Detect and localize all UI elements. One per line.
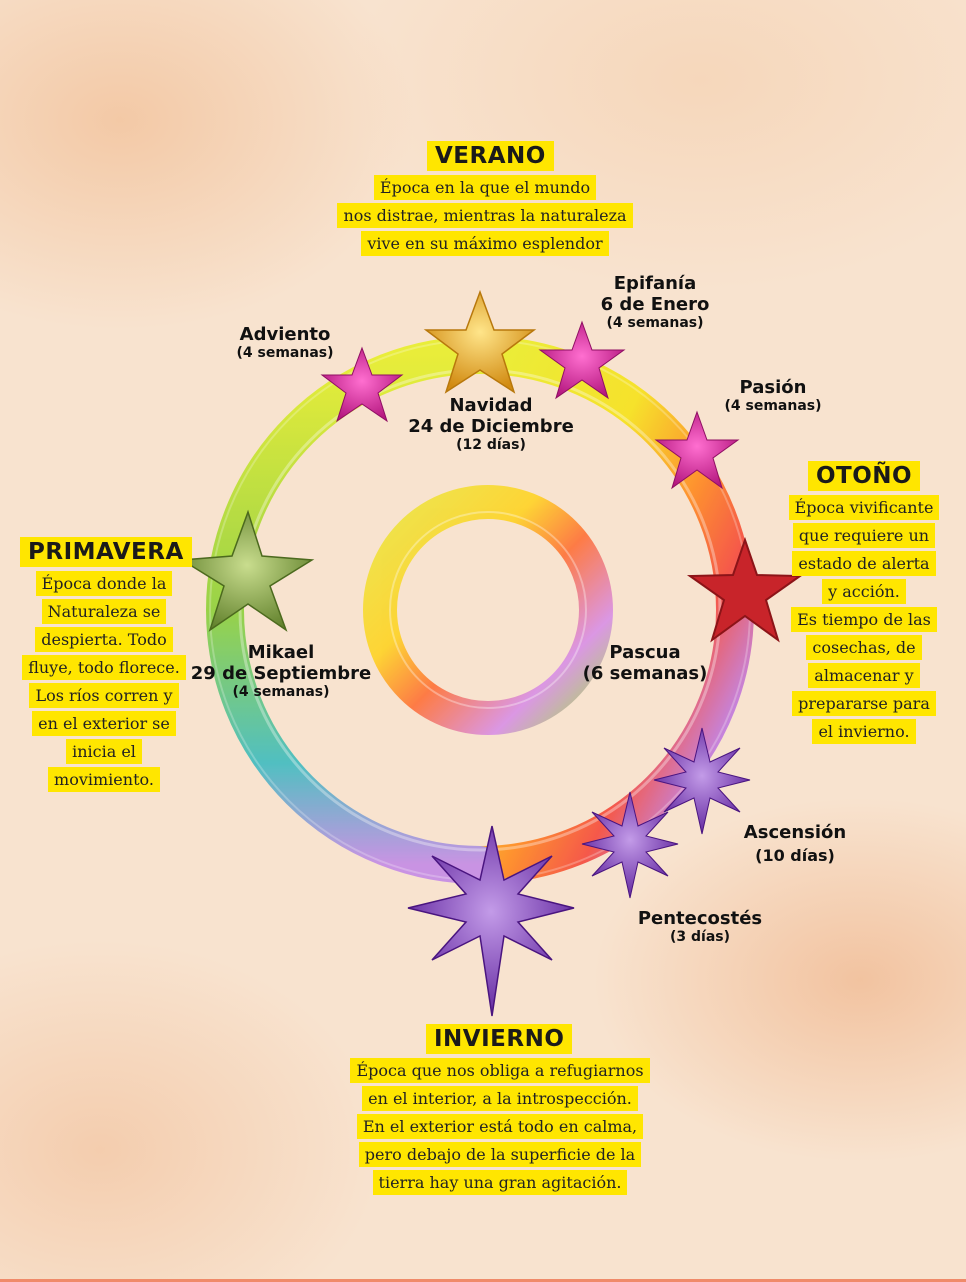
festival-name: Ascensión bbox=[735, 822, 855, 843]
season-desc-primavera: Época donde la Naturaleza se despierta. … bbox=[14, 571, 194, 795]
desc-line: almacenar y bbox=[808, 663, 919, 688]
festival-duration: (4 semanas) bbox=[712, 398, 834, 415]
green-star-icon bbox=[182, 512, 312, 630]
season-desc-verano: Época en la que el mundo nos distrae, mi… bbox=[330, 175, 640, 259]
desc-line: despierta. Todo bbox=[35, 627, 172, 652]
desc-line: nos distrae, mientras la naturaleza bbox=[337, 203, 632, 228]
festival-duration: (4 semanas) bbox=[590, 315, 720, 332]
festival-duration: (4 semanas) bbox=[186, 684, 376, 701]
festival-name: Pasión bbox=[712, 377, 834, 398]
festival-label-pasion: Pasión (4 semanas) bbox=[712, 377, 834, 415]
festival-label-mikael: Mikael 29 de Septiembre (4 semanas) bbox=[186, 642, 376, 701]
desc-line: pero debajo de la superficie de la bbox=[359, 1142, 641, 1167]
festival-duration: (12 días) bbox=[400, 437, 582, 454]
season-desc-otono: Época vivificante que requiere un estado… bbox=[780, 495, 948, 747]
desc-line: fluye, todo florece. bbox=[22, 655, 186, 680]
desc-line: movimiento. bbox=[48, 767, 160, 792]
desc-line: el invierno. bbox=[812, 719, 915, 744]
festival-duration: (4 semanas) bbox=[225, 345, 345, 362]
inner-color-ring bbox=[380, 502, 596, 718]
festival-label-navidad: Navidad 24 de Diciembre (12 días) bbox=[400, 395, 582, 454]
festival-label-ascension: Ascensión (10 días) bbox=[735, 822, 855, 864]
desc-line: Los ríos corren y bbox=[29, 683, 178, 708]
festival-date: 29 de Septiembre bbox=[186, 663, 376, 684]
season-title-primavera: PRIMAVERA bbox=[20, 537, 192, 567]
desc-line: Naturaleza se bbox=[42, 599, 167, 624]
festival-date: 6 de Enero bbox=[590, 294, 720, 315]
desc-line: y acción. bbox=[822, 579, 906, 604]
desc-line: cosechas, de bbox=[806, 635, 921, 660]
desc-line: inicia el bbox=[66, 739, 142, 764]
desc-line: prepararse para bbox=[792, 691, 936, 716]
festival-name: Pentecostés bbox=[635, 908, 765, 929]
festival-duration: (10 días) bbox=[735, 847, 855, 864]
desc-line: Época que nos obliga a refugiarnos bbox=[350, 1058, 649, 1083]
festival-date: 24 de Diciembre bbox=[400, 416, 582, 437]
desc-line: Época en la que el mundo bbox=[374, 175, 596, 200]
desc-line: en el interior, a la introspección. bbox=[362, 1086, 638, 1111]
festival-label-epifania: Epifanía 6 de Enero (4 semanas) bbox=[590, 273, 720, 332]
festival-label-pentecostes: Pentecostés (3 días) bbox=[635, 908, 765, 946]
desc-line: en el exterior se bbox=[32, 711, 176, 736]
season-title-verano: VERANO bbox=[427, 141, 554, 171]
festival-label-adviento: Adviento (4 semanas) bbox=[225, 324, 345, 362]
desc-line: Época donde la bbox=[36, 571, 173, 596]
desc-line: vive en su máximo esplendor bbox=[361, 231, 608, 256]
festival-name: Mikael bbox=[186, 642, 376, 663]
festival-name: Epifanía bbox=[590, 273, 720, 294]
festival-name: Adviento bbox=[225, 324, 345, 345]
season-desc-invierno: Época que nos obliga a refugiarnos en el… bbox=[330, 1058, 670, 1198]
desc-line: Es tiempo de las bbox=[791, 607, 937, 632]
season-title-otono: OTOÑO bbox=[808, 461, 920, 491]
purple-star-ascension-icon bbox=[654, 728, 750, 834]
desc-line: estado de alerta bbox=[792, 551, 935, 576]
season-title-invierno: INVIERNO bbox=[426, 1024, 572, 1054]
desc-line: Época vivificante bbox=[789, 495, 940, 520]
desc-line: tierra hay una gran agitación. bbox=[373, 1170, 628, 1195]
festival-name: Pascua bbox=[578, 642, 712, 663]
festival-label-pascua: Pascua (6 semanas) bbox=[578, 642, 712, 684]
festival-duration: (6 semanas) bbox=[578, 663, 712, 684]
festival-name: Navidad bbox=[400, 395, 582, 416]
desc-line: En el exterior está todo en calma, bbox=[357, 1114, 643, 1139]
festival-duration: (3 días) bbox=[635, 929, 765, 946]
desc-line: que requiere un bbox=[793, 523, 935, 548]
